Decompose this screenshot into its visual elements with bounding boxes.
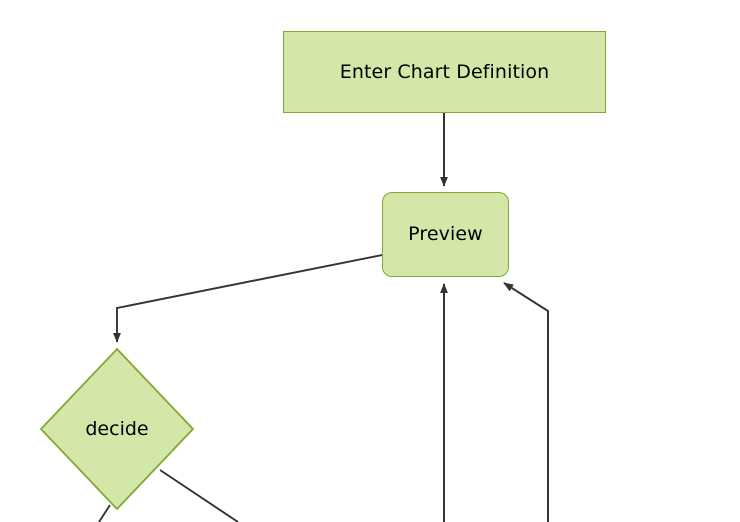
edge-decide-out-left	[98, 504, 111, 522]
node-label-preview: Preview	[408, 223, 483, 245]
edge-return-right-to-preview	[503, 282, 549, 522]
decide-diamond-shape	[39, 347, 195, 511]
node-label-enter-chart-definition: Enter Chart Definition	[339, 60, 550, 83]
edge-preview-to-decide	[113, 254, 383, 343]
node-enter-chart-definition[interactable]: Enter Chart Definition	[283, 31, 606, 113]
edge-decide-out-right	[159, 469, 239, 522]
node-label-decide: decide	[85, 417, 149, 440]
node-preview[interactable]: Preview	[382, 192, 509, 277]
node-decide[interactable]: decide	[39, 347, 195, 511]
